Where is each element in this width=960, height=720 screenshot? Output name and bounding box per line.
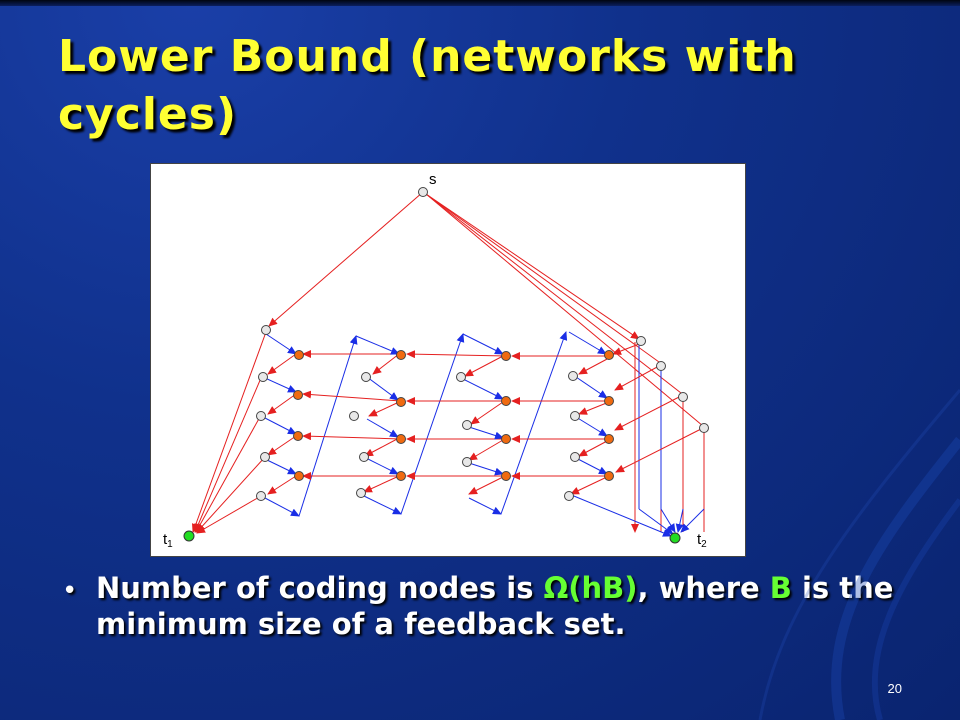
vertical-links — [298, 331, 568, 517]
t1-edges — [191, 331, 267, 534]
sink-label-t1: t1 — [163, 531, 173, 550]
source-node — [418, 187, 428, 197]
top-band — [0, 0, 960, 6]
sink-node-t2 — [669, 532, 681, 544]
b-highlight: B — [769, 571, 792, 605]
bullet-text: Number of coding nodes is Ω(hB), where B… — [96, 571, 894, 641]
slide-title: Lower Bound (networks with cycles) — [58, 31, 797, 140]
column-zigzags — [355, 331, 610, 515]
coding-nodes — [293, 350, 614, 481]
source-label: s — [429, 171, 437, 188]
t2-edges — [568, 344, 705, 537]
diagram-svg: s t1 t2 — [163, 171, 709, 550]
page-number: 20 — [887, 681, 902, 696]
plain-nodes — [256, 187, 709, 501]
omega-highlight: Ω(hB) — [543, 571, 638, 605]
sink-node-t1 — [183, 530, 195, 542]
column-1 — [264, 333, 300, 517]
background-swoosh — [758, 389, 960, 720]
horizontal-links — [302, 343, 704, 480]
sink-label-t2: t2 — [697, 531, 707, 550]
bullet-marker: • — [62, 576, 78, 606]
network-diagram: s t1 t2 — [150, 163, 746, 557]
